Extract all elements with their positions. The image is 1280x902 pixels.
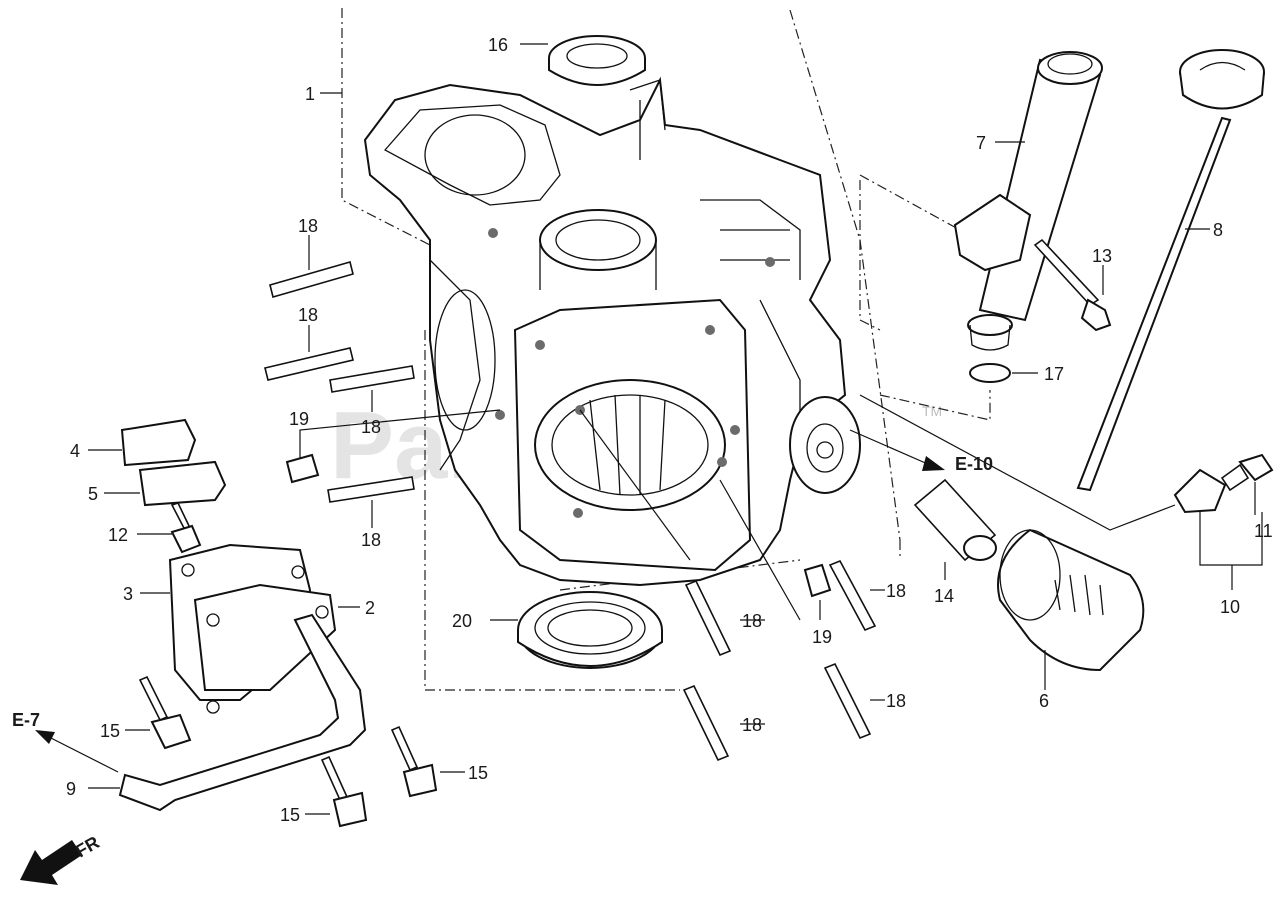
callout-18[interactable]: 18 (886, 581, 906, 601)
studs-18-part[interactable] (264, 261, 877, 762)
callout-6[interactable]: 6 (1039, 691, 1049, 711)
front-arrow-icon (20, 840, 82, 885)
ref-e10-label[interactable]: E-10 (955, 454, 993, 474)
assembly-dash-lines (341, 8, 1176, 691)
oil-seal-part[interactable] (548, 35, 646, 86)
callout-10[interactable]: 10 (1220, 597, 1240, 617)
callout-11[interactable]: 11 (1254, 521, 1273, 541)
bolt-12-part[interactable] (170, 502, 202, 554)
reed-plates-part[interactable] (120, 418, 227, 507)
callout-13[interactable]: 13 (1092, 246, 1112, 266)
bearing-part[interactable] (517, 591, 663, 669)
crankcase-part[interactable] (363, 76, 861, 587)
callout-18[interactable]: 18 (361, 417, 381, 437)
callout-4[interactable]: 4 (70, 441, 80, 461)
leader-lines (88, 43, 1263, 815)
oil-filler-tube-part[interactable] (953, 51, 1103, 351)
callout-18[interactable]: 18 (298, 305, 318, 325)
callout-14[interactable]: 14 (934, 586, 954, 606)
pipe-fitting-part[interactable] (913, 478, 997, 562)
callout-15[interactable]: 15 (100, 721, 120, 741)
watermark-tm: TM (922, 403, 942, 419)
breather-cover-part[interactable] (168, 543, 337, 714)
callout-19[interactable]: 19 (289, 409, 309, 429)
callout-9[interactable]: 9 (66, 779, 76, 799)
o-ring-part[interactable] (969, 363, 1011, 383)
e10-arrow-icon (849, 429, 945, 471)
callout-2[interactable]: 2 (365, 598, 375, 618)
e7-arrow-icon (35, 730, 119, 773)
bolts-15-part[interactable] (138, 675, 438, 828)
bolt-13-part[interactable] (1033, 238, 1112, 332)
oil-filter-part[interactable] (997, 528, 1145, 672)
callout-20[interactable]: 20 (452, 611, 472, 631)
callout-labels: 1 16 7 8 13 17 18 18 18 18 18 18 18 18 1… (66, 35, 1273, 825)
callout-19[interactable]: 19 (812, 627, 832, 647)
callout-12[interactable]: 12 (108, 525, 128, 545)
dowel-pins-part[interactable] (285, 453, 832, 598)
callout-17[interactable]: 17 (1044, 364, 1064, 384)
callout-7[interactable]: 7 (976, 133, 986, 153)
callout-1[interactable]: 1 (305, 84, 315, 104)
callout-18[interactable]: 18 (298, 216, 318, 236)
callout-5[interactable]: 5 (88, 484, 98, 504)
callout-18[interactable]: 18 (742, 611, 762, 631)
dipstick-part[interactable] (1076, 49, 1265, 492)
callout-18[interactable]: 18 (361, 530, 381, 550)
callout-16[interactable]: 16 (488, 35, 508, 55)
callout-15[interactable]: 15 (280, 805, 300, 825)
oil-sensor-part[interactable] (1173, 453, 1274, 514)
breather-tube-part[interactable] (118, 613, 367, 812)
callout-8[interactable]: 8 (1213, 220, 1223, 240)
callout-15[interactable]: 15 (468, 763, 488, 783)
callout-18[interactable]: 18 (742, 715, 762, 735)
callout-18[interactable]: 18 (886, 691, 906, 711)
ref-e7-label[interactable]: E-7 (12, 710, 40, 730)
callout-3[interactable]: 3 (123, 584, 133, 604)
